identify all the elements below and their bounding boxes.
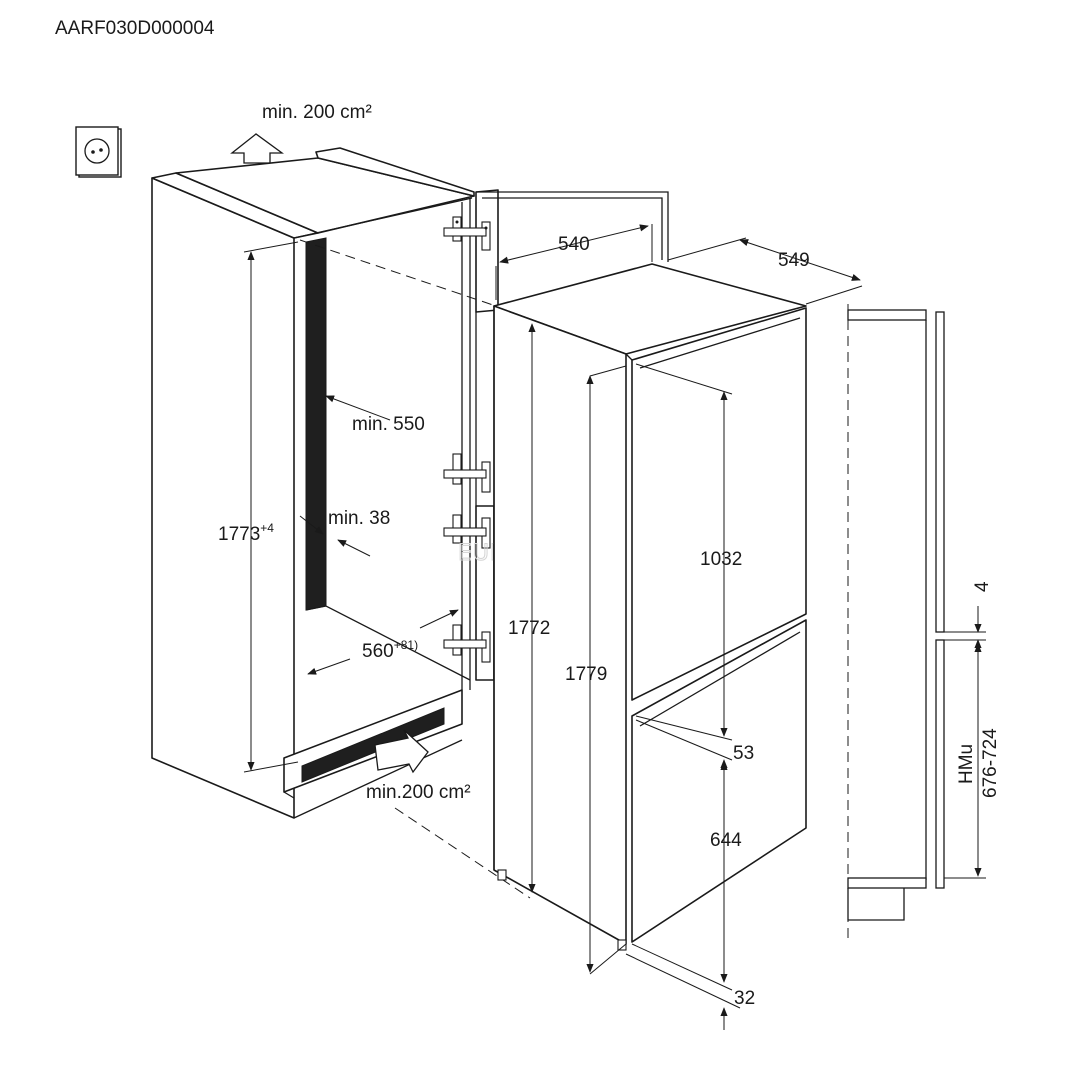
- hinge-upper-middle: [443, 453, 491, 493]
- appliance-width-label: 540: [558, 234, 590, 255]
- appliance-upper-door: [625, 307, 807, 701]
- hmu-label: HMu: [956, 744, 977, 784]
- niche-height-label: 1773+4: [218, 521, 274, 545]
- upper-door-label: 1032: [700, 549, 742, 570]
- lower-door-dimension: [631, 761, 733, 991]
- niche-width-dimension: [307, 609, 459, 675]
- appliance-lower-door: [631, 619, 807, 943]
- niche-gap-label: min. 38: [328, 508, 390, 529]
- bottom-offset-label: 32: [734, 988, 755, 1009]
- appliance-depth-dimension: [667, 237, 863, 305]
- bottom-offset-dimension: [625, 953, 741, 1030]
- niche-height-dimension: [243, 241, 299, 773]
- appliance-depth-label: 549: [778, 250, 810, 271]
- guide-line-bottom: [394, 807, 531, 899]
- niche-depth-label: min. 550: [352, 414, 425, 435]
- hinge-lower-middle: [443, 514, 491, 549]
- appliance-total-height-dimension: [586, 365, 627, 975]
- guide-line-top: [299, 239, 497, 307]
- top-vent-label: min. 200 cm²: [262, 102, 372, 123]
- appliance-width-dimension: [495, 224, 653, 300]
- niche-gap-dimension: [299, 515, 371, 606]
- upper-door-dimension: [635, 363, 733, 741]
- door-gap-label: 53: [733, 743, 754, 764]
- bottom-vent-label: min.200 cm²: [366, 782, 471, 803]
- hmu-range-label: 676-724: [980, 728, 1001, 798]
- hinge-bottom: [443, 624, 491, 663]
- top-vent-arrow: [230, 133, 284, 164]
- appliance-total-height-label: 1779: [565, 664, 607, 685]
- side-view: [847, 309, 986, 921]
- side-gap-label: 4: [972, 581, 993, 592]
- bottom-vent-arrow: [374, 729, 429, 774]
- power-socket-icon: [75, 126, 122, 178]
- appliance-body-height-label: 1772: [508, 618, 550, 639]
- diagram-code: AARF030D000004: [55, 18, 215, 39]
- cabinet-niche: [151, 147, 475, 819]
- hinge-top: [443, 216, 491, 251]
- niche-depth-dimension: [325, 395, 391, 421]
- niche-width-label: 560+81): [362, 638, 418, 662]
- lower-door-label: 644: [710, 830, 742, 851]
